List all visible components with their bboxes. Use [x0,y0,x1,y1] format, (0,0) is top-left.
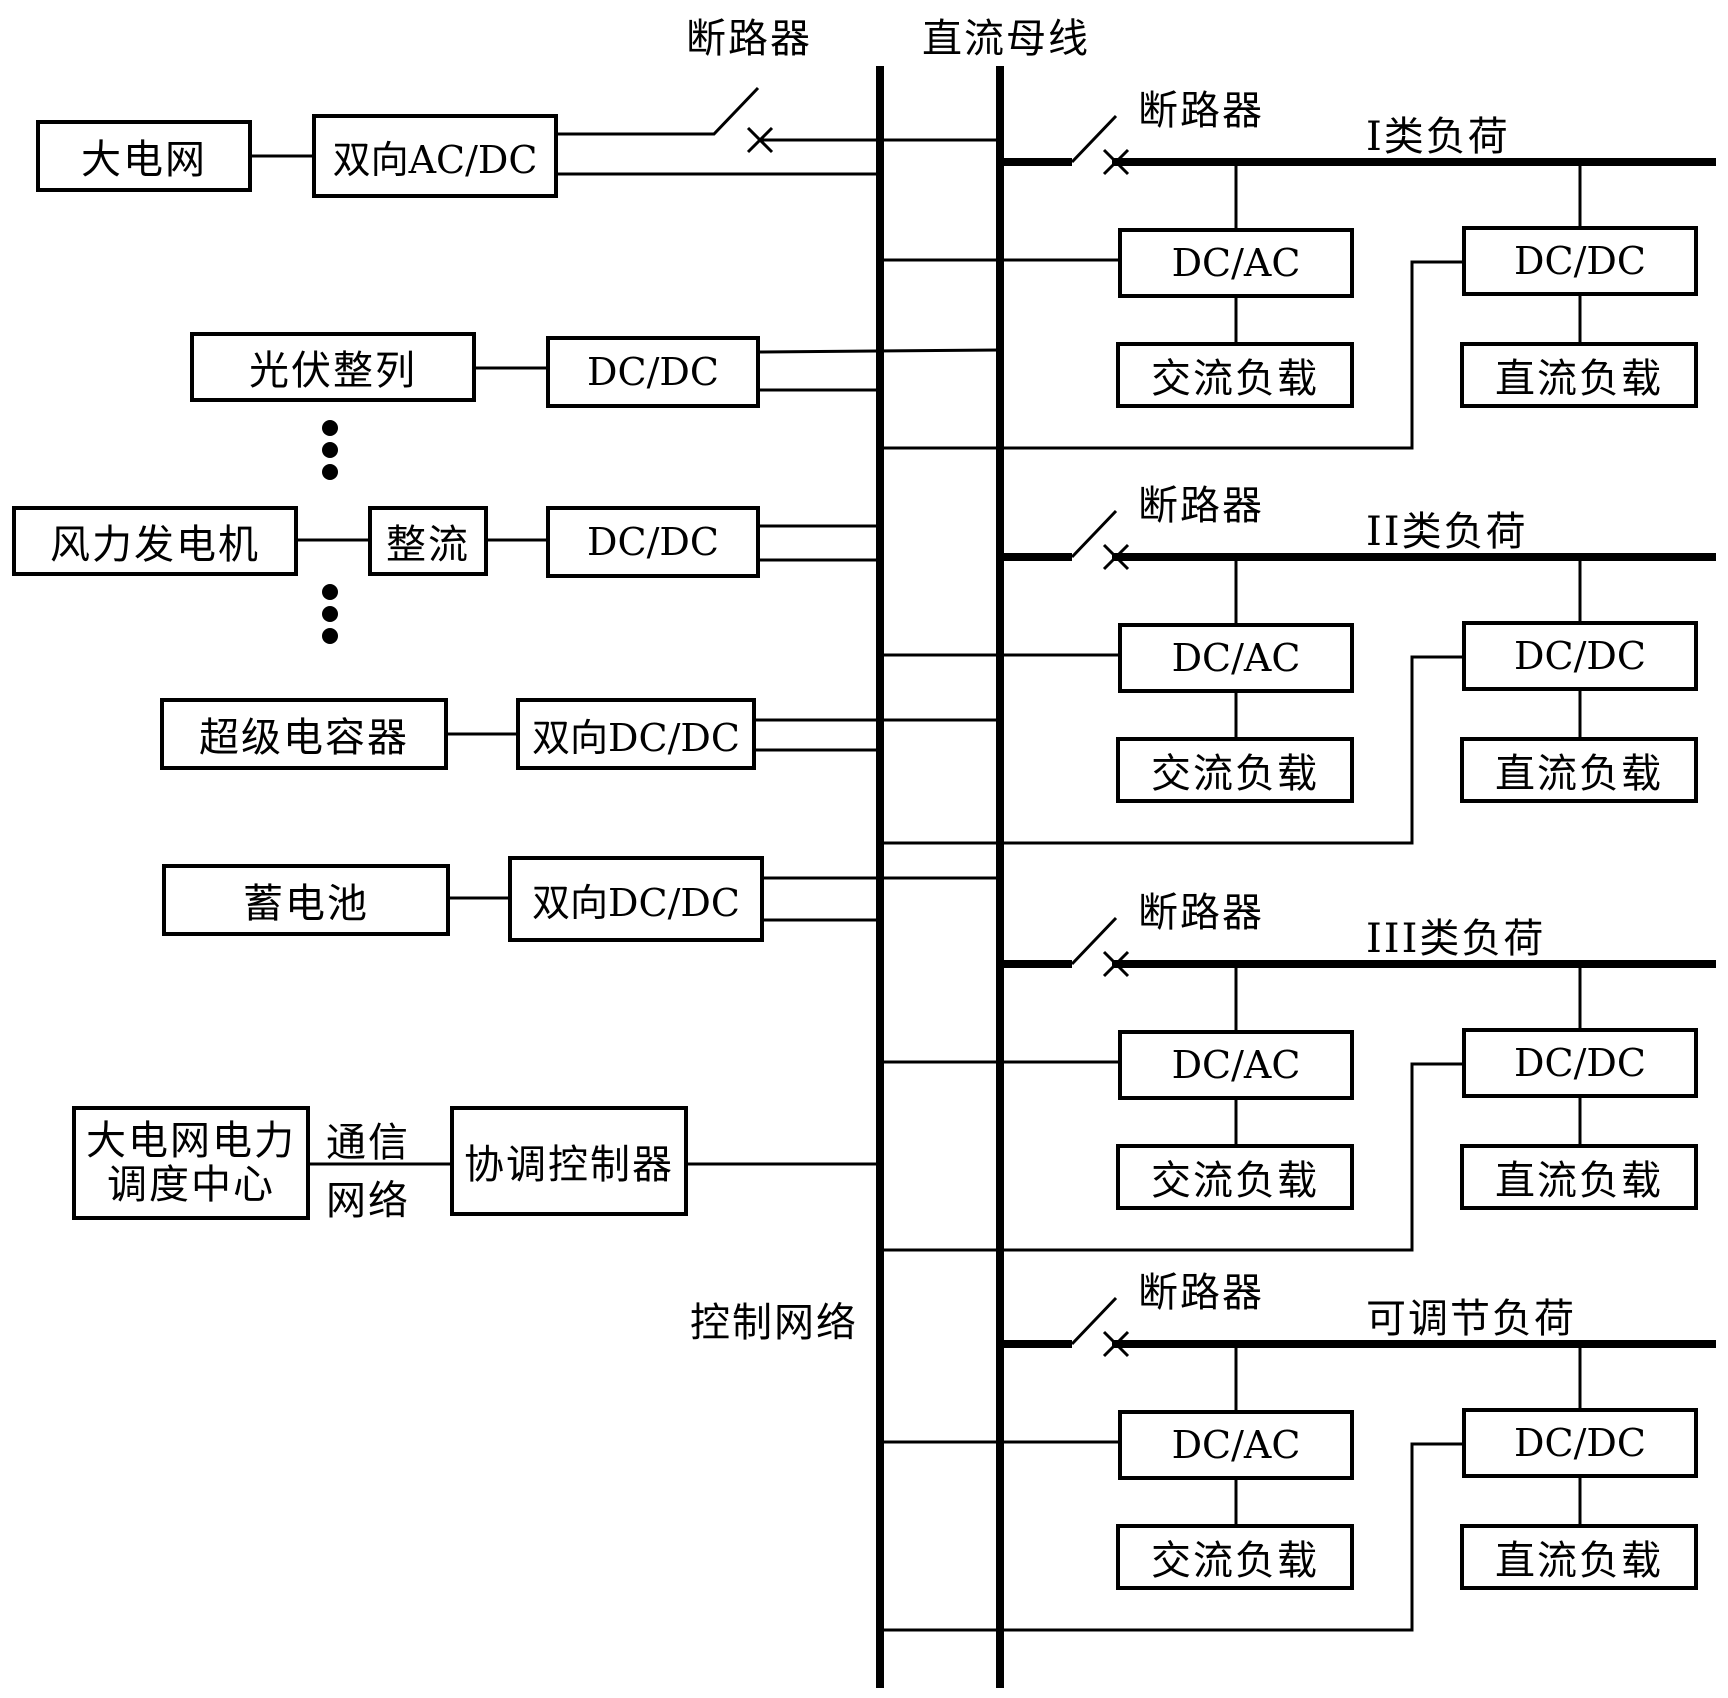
ac-load-box: 交流负载 [1116,342,1354,408]
dc-dc-converter-box: DC/DC [1462,621,1698,691]
ellipsis-dot [322,442,338,458]
battery-converter-box: 双向DC/DC [508,856,764,942]
load-group-name: III类负荷 [1366,906,1545,964]
ellipsis-dot [322,464,338,480]
comm-network-label-line2: 网络 [326,1168,410,1226]
grid-breaker-wire [556,88,758,134]
load-breaker-label: 断路器 [1138,1260,1264,1318]
pv-converter-box: DC/DC [546,336,760,408]
dc-ac-converter-box: DC/AC [1118,228,1354,298]
dc-ac-converter-box: DC/AC [1118,623,1354,693]
wind-converter-box: DC/DC [546,506,760,578]
grid-breaker-label: 断路器 [686,6,812,64]
ellipsis-dot [322,584,338,600]
dispatch-center-line1: 大电网电力 [86,1119,296,1163]
load-breaker-label: 断路器 [1138,78,1264,136]
dispatch-center-line2: 调度中心 [107,1163,275,1207]
control-network-label: 控制网络 [690,1290,858,1348]
dc-load-box: 直流负载 [1460,1144,1698,1210]
ellipsis-dot [322,420,338,436]
ellipsis-dot [322,606,338,622]
load-breaker-label: 断路器 [1138,880,1264,938]
comm-network-label-line1: 通信 [326,1110,410,1168]
load-group-name: II类负荷 [1366,499,1528,557]
coordination-controller-box: 协调控制器 [450,1106,688,1216]
dc-load-box: 直流负载 [1460,342,1698,408]
dispatch-center-box: 大电网电力 调度中心 [72,1106,310,1220]
dc-dc-converter-box: DC/DC [1462,1028,1698,1098]
dc-dc-converter-box: DC/DC [1462,226,1698,296]
wind-generator-box: 风力发电机 [12,506,298,576]
load-group-name: 可调节负荷 [1366,1286,1576,1344]
ac-load-box: 交流负载 [1116,1144,1354,1210]
pv-power-line [758,350,1000,352]
dc-bus-label: 直流母线 [922,6,1090,64]
dc-load-box: 直流负载 [1460,737,1698,803]
rectifier-box: 整流 [368,506,488,576]
ac-load-box: 交流负载 [1116,1524,1354,1590]
dc-load-box: 直流负载 [1460,1524,1698,1590]
load-breaker-label: 断路器 [1138,473,1264,531]
supercap-converter-box: 双向DC/DC [516,698,756,770]
ac-load-box: 交流负载 [1116,737,1354,803]
grid-converter-box: 双向AC/DC [312,114,558,198]
supercapacitor-box: 超级电容器 [160,698,448,770]
grid-box: 大电网 [36,120,252,192]
pv-array-box: 光伏整列 [190,332,476,402]
dc-dc-converter-box: DC/DC [1462,1408,1698,1478]
ellipsis-dot [322,628,338,644]
dc-ac-converter-box: DC/AC [1118,1030,1354,1100]
dc-ac-converter-box: DC/AC [1118,1410,1354,1480]
load-group-name: I类负荷 [1366,104,1510,162]
battery-box: 蓄电池 [162,864,450,936]
